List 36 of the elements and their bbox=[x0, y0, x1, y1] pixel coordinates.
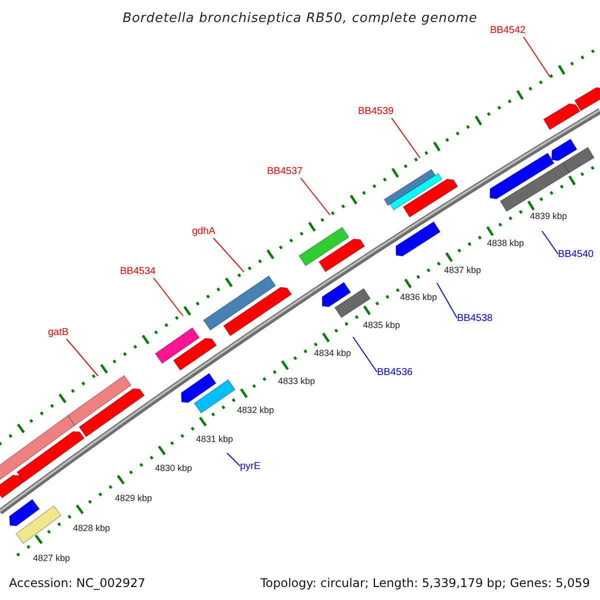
tick-label: 4834 kbp bbox=[314, 348, 352, 358]
gene-label: BB4540 bbox=[558, 249, 594, 261]
tick-label: 4838 kbp bbox=[487, 238, 524, 248]
tick-label: 4831 kbp bbox=[196, 434, 234, 444]
accession-text: Accession: NC_002927 bbox=[9, 575, 146, 592]
leader-line bbox=[391, 118, 420, 158]
map-title: Bordetella bronchiseptica RB50, complete genome bbox=[122, 10, 478, 28]
leader-line bbox=[300, 178, 330, 216]
tick-label: 4827 kbp bbox=[33, 553, 70, 563]
gene-label: BB4537 bbox=[267, 166, 303, 178]
gene-label: BB4538 bbox=[457, 313, 493, 325]
tick-label: 4832 kbp bbox=[237, 405, 274, 415]
leader-line bbox=[436, 282, 458, 318]
leader-line bbox=[523, 36, 550, 78]
tick-label: 4828 kbp bbox=[73, 523, 110, 533]
gene-label: BB4534 bbox=[120, 266, 156, 278]
tick-label: 4833 kbp bbox=[278, 376, 316, 386]
gene-label: gdhA bbox=[192, 226, 216, 238]
gene-label: gatB bbox=[48, 327, 69, 339]
leader-line bbox=[542, 230, 558, 254]
leader-line bbox=[66, 338, 98, 376]
gene-label: BB4542 bbox=[490, 25, 526, 37]
leader-line bbox=[153, 278, 184, 316]
tick-label: 4829 kbp bbox=[115, 493, 152, 503]
tick-label: 4839 kbp bbox=[530, 211, 568, 221]
genome-stats-text: Topology: circular; Length: 5,339,179 bp; Genes: 5,059 bbox=[260, 575, 590, 592]
tick-label: 4830 kbp bbox=[155, 463, 192, 473]
gene-label: BB4536 bbox=[377, 367, 413, 379]
leader-line bbox=[212, 238, 244, 272]
leader-line bbox=[352, 336, 378, 372]
tick-label: 4837 kbp bbox=[444, 265, 482, 275]
leader-line bbox=[226, 452, 240, 466]
gene-label: BB4539 bbox=[358, 106, 394, 118]
gene-label: pyrE bbox=[240, 461, 261, 473]
tick-label: 4836 kbp bbox=[400, 292, 438, 302]
tick-label: 4835 kbp bbox=[363, 320, 400, 330]
